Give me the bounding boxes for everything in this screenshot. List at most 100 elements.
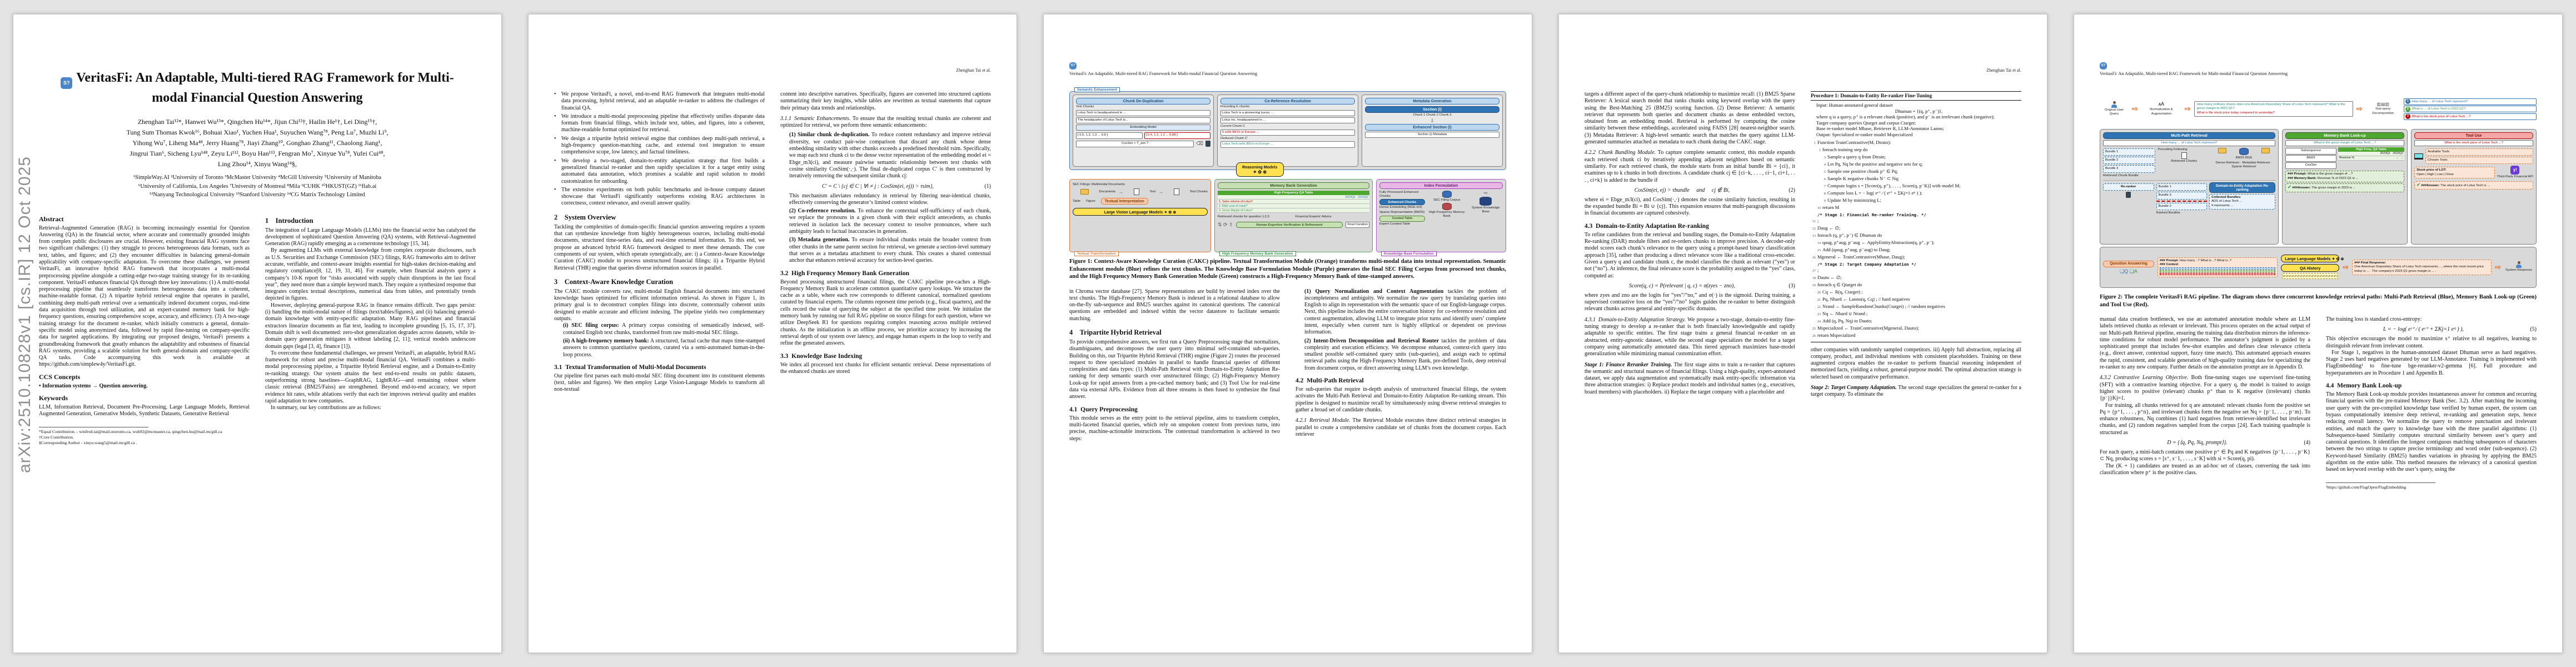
fig2-question-answering-panel: Question Answering ❑Q ❑A ### Prompt: How… — [2100, 247, 2537, 288]
fig2-collected-bundles: Collected Bundles:ADS of Lotus Tech ...I… — [2209, 194, 2276, 210]
fig1-vector-2: [ 0.4, 1.1, 1.2 ... 0.88 ] — [1144, 132, 1210, 140]
paragraph: This objective encourages the model to m… — [2326, 336, 2537, 349]
affiliation-line: ⁶University of California, Los Angeles ⁷… — [138, 183, 377, 190]
ccs-heading: CCS Concepts — [39, 372, 81, 381]
running-header: S?VeritasFi: An Adaptable, Multi-tiered … — [2100, 62, 2537, 76]
query-step-1: (1) Query Normalization and Context Augm… — [1304, 288, 1506, 336]
fig1-coref-box: Co-Reference Resolution Preceding K chun… — [1217, 94, 1358, 167]
equation-2: CosSim(ei, ej) > τbundle and cj ∉ Bi,(2) — [1634, 187, 1795, 193]
footnote[interactable]: †Core Contribution. — [39, 434, 74, 440]
page-5-columns: manual data creation bottleneck, we use … — [2100, 316, 2537, 628]
procedure-head-line: where q is a query, p⁺ is a relevant chu… — [1816, 114, 1995, 120]
trash-icon — [1205, 141, 1210, 147]
fig1-enhanced-chunks: Enhanced Chunks — [1379, 199, 1426, 206]
page-2-left-column: •We propose VeritasFi, a novel, end-to-e… — [554, 91, 765, 608]
fig1-qa-row: 2. R&D cost of Lotus? — [1218, 204, 1369, 208]
fig1-cossim-check: CosSim > T_sim ? — [1076, 141, 1194, 147]
arxiv-watermark: arXiv:2510.10828v1 [cs.IR] 12 Oct 2025 — [16, 156, 34, 473]
arrow-icon: ⇨ — [2495, 263, 2501, 271]
affiliation-list: ¹SimpleWay.AI ²University of Toronto ³Mc… — [39, 173, 476, 200]
section-44-heading: 4.4 Memory Bank Look-up — [2326, 382, 2402, 390]
paragraph: For training, all chunks retrieved for q… — [2100, 402, 2310, 436]
paragraph: where zyes and zno are the logits for “y… — [1585, 292, 1795, 312]
abstract-heading: Abstract — [39, 215, 64, 223]
paragraph: By augmenting LLMs with external knowled… — [265, 247, 476, 302]
paragraph: The training loss is standard cross-entr… — [2326, 316, 2422, 322]
page-5-right-column: The training loss is standard cross-entr… — [2326, 316, 2537, 628]
page-5: S?VeritasFi: An Adaptable, Multi-tiered … — [2074, 14, 2563, 653]
qa-history-row — [2282, 276, 2339, 280]
page-1: arXiv:2510.10828v1 [cs.IR] 12 Oct 2025 S… — [13, 14, 502, 653]
contribution-bullets: •We propose VeritasFi, a novel, end-to-e… — [554, 91, 765, 207]
cutoff-line — [2156, 200, 2208, 202]
enhancement-item-2: (2) Co-reference resolution. To enhance … — [789, 208, 991, 235]
section-32-heading: 3.2 High Frequency Memory Bank Generatio… — [780, 270, 910, 277]
paper-logo-icon: S? — [1069, 62, 1077, 69]
document-icon — [2181, 152, 2187, 159]
fig1-snippet: It sells BEVs in Europe ... — [1220, 129, 1355, 136]
refresh-icon: ⇅ ⟳ ⇧ — [1218, 222, 1233, 227]
fig1-snippet: The headquarter of Lotus Tech is... — [1076, 117, 1210, 124]
section-431: 4.3.1 Domain-to-Entity Adaptation Strate… — [1585, 316, 1795, 357]
arrow-icon: ⌫ — [1196, 141, 1203, 147]
page-2-right-column: content into descriptive narratives. Spe… — [780, 91, 991, 608]
equation-3: Score(q, c) = P(relevant | q, c) = σ(zye… — [1629, 282, 1795, 289]
affiliation-line: ¹SimpleWay.AI ²University of Toronto ³Mc… — [133, 175, 382, 181]
bullet-marker: • — [554, 91, 556, 97]
section-33-heading: 3.3 Knowledge Base Indexing — [780, 352, 863, 360]
fig1-memory-bank-label: High Frequency Memory Bank Generation — [1219, 251, 1296, 256]
running-header: Zhenghan Tai et al. — [956, 68, 991, 73]
fig1-section-metadata-chip: Section (i) Metadata — [1365, 131, 1499, 138]
fig1-metadata-title: Metadata Generation — [1365, 98, 1499, 104]
context-red-bar — [2160, 273, 2276, 276]
database-icon — [1442, 203, 1452, 211]
author-line: Zhenghan Tai¹²*, Hanwei Wu¹³*, Qingchen … — [137, 118, 377, 126]
abstract-text: Retrieval-Augmented Generation (RAG) is … — [39, 225, 250, 368]
bullet-item: •We propose VeritasFi, a novel, end-to-e… — [554, 91, 765, 111]
code-link[interactable]: https://github.com/simplew4y/VeritasFi.g… — [39, 361, 136, 368]
model-logos-icon: ✦ ✿ ⊛ — [1164, 209, 1177, 215]
fig1-qa-row: 1. Sales volume of Lotus? — [1218, 200, 1369, 204]
fig1-curated-table: Curated Table — [1379, 215, 1426, 222]
context-blue-bar — [2160, 267, 2276, 270]
author-list: Zhenghan Tai¹²*, Hanwei Wu¹³*, Qingchen … — [39, 117, 476, 170]
fig2-stock-box: Stock price of LOT:Open | High | Low | C… — [2414, 167, 2495, 178]
ccs-text: • Information systems → Question answeri… — [39, 382, 148, 389]
page-5-left-column: manual data creation bottleneck, we use … — [2100, 316, 2310, 628]
section-41-heading: 4.1 Query Preprocessing — [1069, 406, 1138, 413]
bullet-marker: • — [554, 186, 556, 193]
fig1-current-chunk-label: Current Chunk C — [1220, 124, 1245, 128]
section-422: 4.2.2 Chunk Bundling Module. To capture … — [1585, 150, 1795, 183]
affiliation-line: ¹²Nanyang Technological University ¹³Sta… — [150, 192, 365, 198]
footnote-link[interactable]: ¹https://github.com/FlagOpen/FlagEmbeddi… — [2326, 484, 2406, 490]
fig1-deduced-chunk-label: Deduced Chunk C′ — [1220, 136, 1248, 140]
fig2-final-response: ### Final Response:One American Deposita… — [2352, 259, 2492, 276]
fig1-preceding-label: Preceding K chunks — [1220, 105, 1250, 108]
bullet-item: •We design a tripartite hybrid retrieval… — [554, 135, 765, 156]
fig2-final-prompt: ### Prompt: How many ..? What is ..? Wha… — [2158, 257, 2278, 278]
paper-logo-icon: S? — [61, 77, 73, 89]
section-4-heading: 4 Tripartite Hybrid Retrieval — [1069, 328, 1162, 336]
fig1-qa-table-header: High Frequency QA Table — [1218, 191, 1369, 195]
footnote[interactable]: §Corresponding Author - xinyu.wang5@mail… — [39, 440, 137, 445]
page-1-right-column: 1 Introduction The integration of Large … — [265, 211, 476, 600]
fig1-textual-transformation-panel: SEC Filings: Multimodal Documents Docume… — [1069, 179, 1211, 256]
fig2-memory-query: What is the gross margin of Lotus Tech .… — [2285, 140, 2405, 147]
arrow-icon: → — [1158, 189, 1164, 195]
database-icon — [1479, 197, 1492, 206]
section-311: 3.1.1 Semantic Enhancements. To ensure t… — [780, 115, 991, 129]
fig2-tool-use-title: Tool Use — [2414, 132, 2533, 139]
page-4-columns: targets a different aspect of the query-… — [1585, 91, 2021, 608]
footnote[interactable]: *Equal Contribution. - winfred.tai@mail.… — [39, 429, 222, 434]
fig2-memory-bank-title: Memory Bank Look-up — [2285, 132, 2405, 139]
